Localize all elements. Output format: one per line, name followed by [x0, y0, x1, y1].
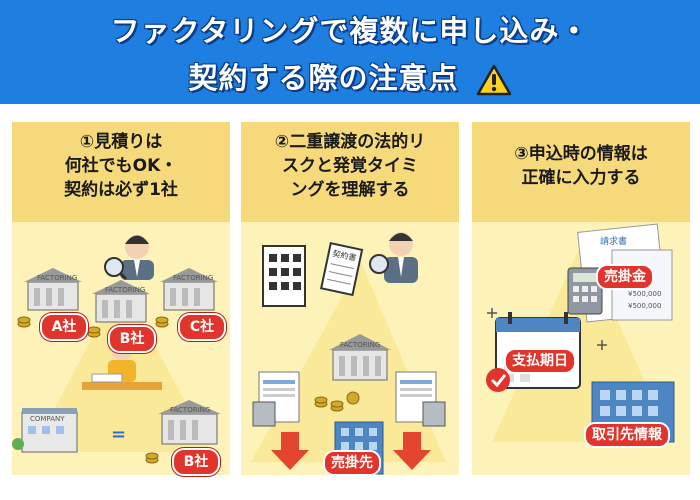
svg-text:FACTORING: FACTORING [37, 274, 77, 282]
svg-text:¥500,000: ¥500,000 [628, 290, 661, 298]
equals-sign: = [111, 424, 126, 445]
svg-text:契約書: 契約書 [332, 248, 358, 263]
contract-document-icon: 契約書 [320, 242, 364, 297]
coins-icon-bottom [145, 452, 159, 464]
company-b2-badge: B社 [172, 448, 220, 476]
sparkle-icon [487, 308, 607, 350]
coins-icon [17, 316, 169, 338]
header-banner [0, 0, 700, 104]
page-title-line1: ファクタリングで複数に申し込み・ [110, 14, 590, 48]
svg-text:FACTORING: FACTORING [340, 341, 380, 349]
warning-icon [476, 64, 511, 96]
money-bag-icon [346, 391, 360, 405]
svg-text:COMPANY: COMPANY [30, 415, 65, 423]
panel-1-header [12, 122, 230, 222]
panel-3: ③申込時の情報は 正確に入力する 請求書 ¥500,000 ¥500,000 [472, 122, 690, 475]
office-building-icon [262, 245, 306, 307]
company-a-badge: A社 [40, 313, 88, 341]
company-building-icon: COMPANY [12, 408, 78, 453]
svg-text:¥500,000: ¥500,000 [628, 302, 661, 310]
panel-2-title: ②二重譲渡の法的リ スクと発覚タイミ ングを理解する [274, 132, 426, 200]
page-title-line2: 契約する際の注意点 [0, 55, 700, 97]
businessman-icon [104, 235, 154, 281]
businessman-icon [369, 232, 418, 283]
receivable-amount-badge: 売掛金 [596, 264, 654, 290]
calculator-icon [567, 267, 603, 315]
invoice-right-icon [395, 371, 446, 427]
panel-1-title: ①見積りは 何社でもOK・ 契約は必ず1社 [64, 132, 178, 200]
panel-3-title: ③申込時の情報は 正確に入力する [514, 144, 648, 188]
client-info-badge: 取引先情報 [584, 422, 670, 448]
company-b-badge: B社 [108, 325, 156, 353]
panel-2-illustration: 契約書 FACTORING [251, 232, 446, 475]
svg-text:FACTORING: FACTORING [105, 286, 145, 294]
red-arrow-left-icon [271, 432, 309, 470]
factoring-building-c-icon: FACTORING [160, 268, 218, 311]
company-c-badge: C社 [178, 313, 226, 341]
svg-text:FACTORING: FACTORING [173, 274, 213, 282]
factoring-building-b-icon: FACTORING [92, 280, 150, 323]
page-title-line2-text: 契約する際の注意点 [188, 61, 459, 95]
factoring-building-b2-icon: FACTORING [158, 400, 221, 445]
panel-2: ②二重譲渡の法的リ スクと発覚タイミ ングを理解する 契約書 FACTORING [241, 122, 459, 476]
panel-1-illustration: FACTORING FACTORING FACTORING [12, 235, 221, 464]
panel-2-header [241, 122, 459, 222]
due-date-badge: 支払期日 [504, 348, 576, 374]
coins-icon [314, 396, 344, 412]
invoice-left-icon [252, 371, 300, 427]
red-arrow-right-icon [393, 432, 431, 470]
factoring-building-icon: FACTORING [329, 334, 391, 381]
svg-text:請求書: 請求書 [600, 235, 627, 247]
factoring-building-a-icon: FACTORING [24, 268, 82, 311]
svg-text:FACTORING: FACTORING [170, 406, 210, 414]
receivable-badge: 売掛先 [323, 450, 381, 476]
panel-1: ①見積りは 何社でもOK・ 契約は必ず1社 FACTORING FACTORIN… [12, 122, 230, 476]
panel-3-header [472, 122, 690, 222]
